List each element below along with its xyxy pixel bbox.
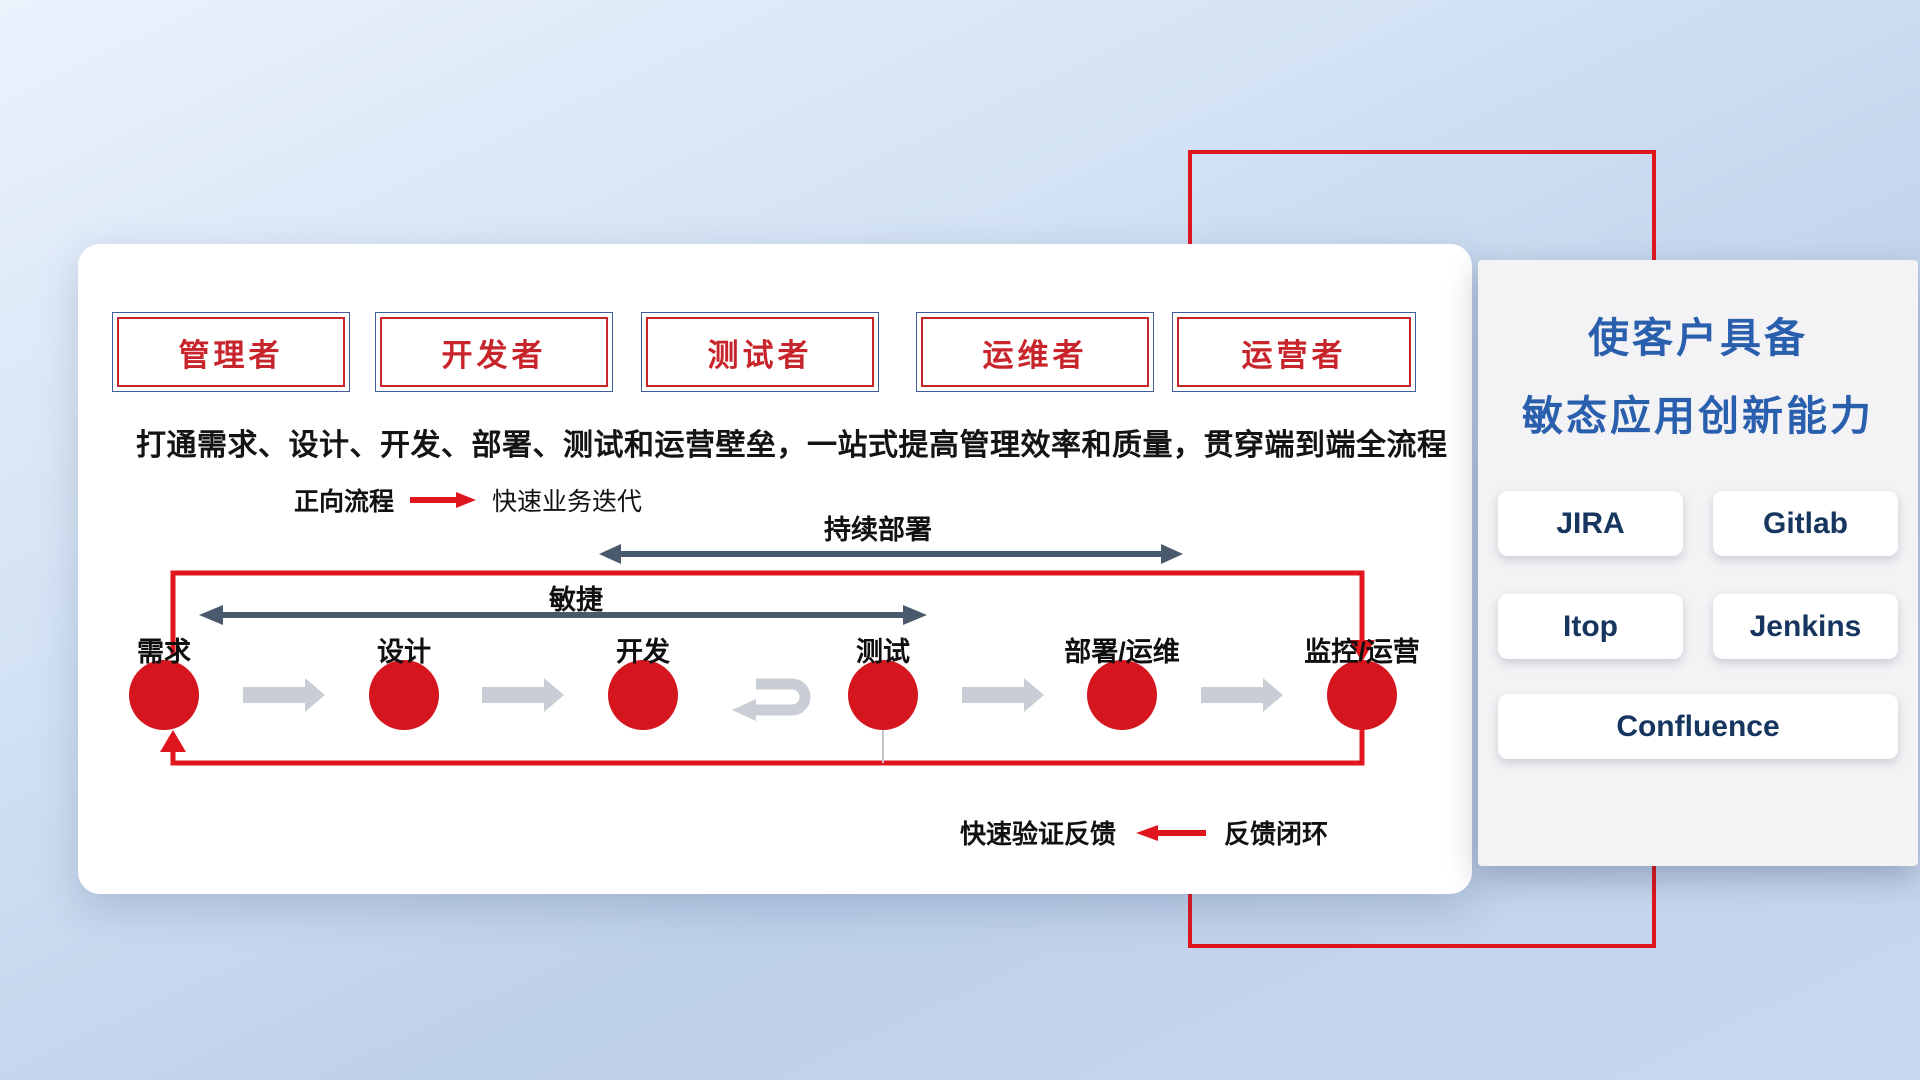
role-box-developer: 开发者 — [375, 312, 613, 392]
role-label: 运维者 — [921, 317, 1149, 387]
continuous-deploy-arrow-icon — [599, 544, 1183, 564]
agile-label: 敏捷 — [549, 585, 603, 615]
feedback-arrow-icon — [1136, 824, 1207, 841]
flow-step-arrow-icon — [243, 678, 325, 712]
tool-card-jenkins: Jenkins — [1713, 594, 1898, 659]
role-label: 管理者 — [117, 317, 345, 387]
stage-circle-test — [848, 660, 918, 730]
tool-card-itop: Itop — [1498, 594, 1683, 659]
stage-label-develop: 开发 — [616, 637, 670, 667]
legend-feedback-desc: 反馈闭环 — [1224, 819, 1329, 849]
role-box-manager: 管理者 — [112, 312, 350, 392]
role-label: 运营者 — [1177, 317, 1411, 387]
stage-circle-develop — [608, 660, 678, 730]
panel-subtitle: 打通需求、设计、开发、部署、测试和运营壁垒，一站式提高管理效率和质量，贯穿端到端… — [136, 429, 1448, 462]
continuous-deploy-label: 持续部署 — [824, 515, 932, 545]
stage-label-test: 测试 — [856, 637, 910, 667]
tool-card-jira: JIRA — [1498, 491, 1683, 556]
role-box-tester: 测试者 — [641, 312, 879, 392]
role-label: 开发者 — [380, 317, 608, 387]
forward-arrow-icon — [410, 492, 477, 508]
legend-forward-label: 正向流程 — [294, 488, 395, 516]
capability-tools-panel: 使客户具备 敏态应用创新能力 JIRA Gitlab Itop Jenkins … — [1478, 260, 1918, 866]
feedback-loop-bottom-line — [160, 730, 1365, 766]
role-label: 测试者 — [646, 317, 874, 387]
role-box-operator: 运营者 — [1172, 312, 1416, 392]
flow-step-arrow-icon — [482, 678, 564, 712]
legend-feedback-loop: 快速验证反馈 反馈闭环 — [960, 814, 1328, 851]
flow-step-arrow-icon — [1201, 678, 1283, 712]
legend-forward-desc: 快速业务迭代 — [492, 488, 643, 516]
iteration-uturn-icon — [732, 678, 811, 721]
stage-label-requirements: 需求 — [137, 637, 191, 667]
flow-diagram — [129, 544, 1397, 766]
stage-circle-requirements — [129, 660, 199, 730]
stage-circle-deploy-ops — [1087, 660, 1157, 730]
role-box-ops: 运维者 — [916, 312, 1154, 392]
stage-label-monitor-op: 监控/运营 — [1304, 637, 1420, 667]
tool-card-gitlab: Gitlab — [1713, 491, 1898, 556]
tool-card-confluence: Confluence — [1498, 694, 1898, 759]
devops-flow-panel: 管理者 开发者 测试者 运维者 运营者 打通需求、设计、开发、部署、测试和运营壁… — [78, 244, 1472, 894]
feedback-loop-top-line — [170, 570, 1375, 662]
stage-label-deploy-ops: 部署/运维 — [1064, 637, 1180, 667]
stage-circle-design — [369, 660, 439, 730]
flow-step-arrow-icon — [962, 678, 1044, 712]
stage-label-design: 设计 — [377, 637, 431, 667]
side-panel-title-line1: 使客户具备 — [1588, 315, 1808, 361]
stage-circle-monitor-op — [1327, 660, 1397, 730]
legend-feedback-label: 快速验证反馈 — [960, 819, 1117, 849]
side-panel-title-line2: 敏态应用创新能力 — [1522, 393, 1874, 439]
legend-forward-flow: 正向流程 快速业务迭代 — [294, 482, 642, 518]
agile-arrow-icon — [199, 605, 927, 625]
